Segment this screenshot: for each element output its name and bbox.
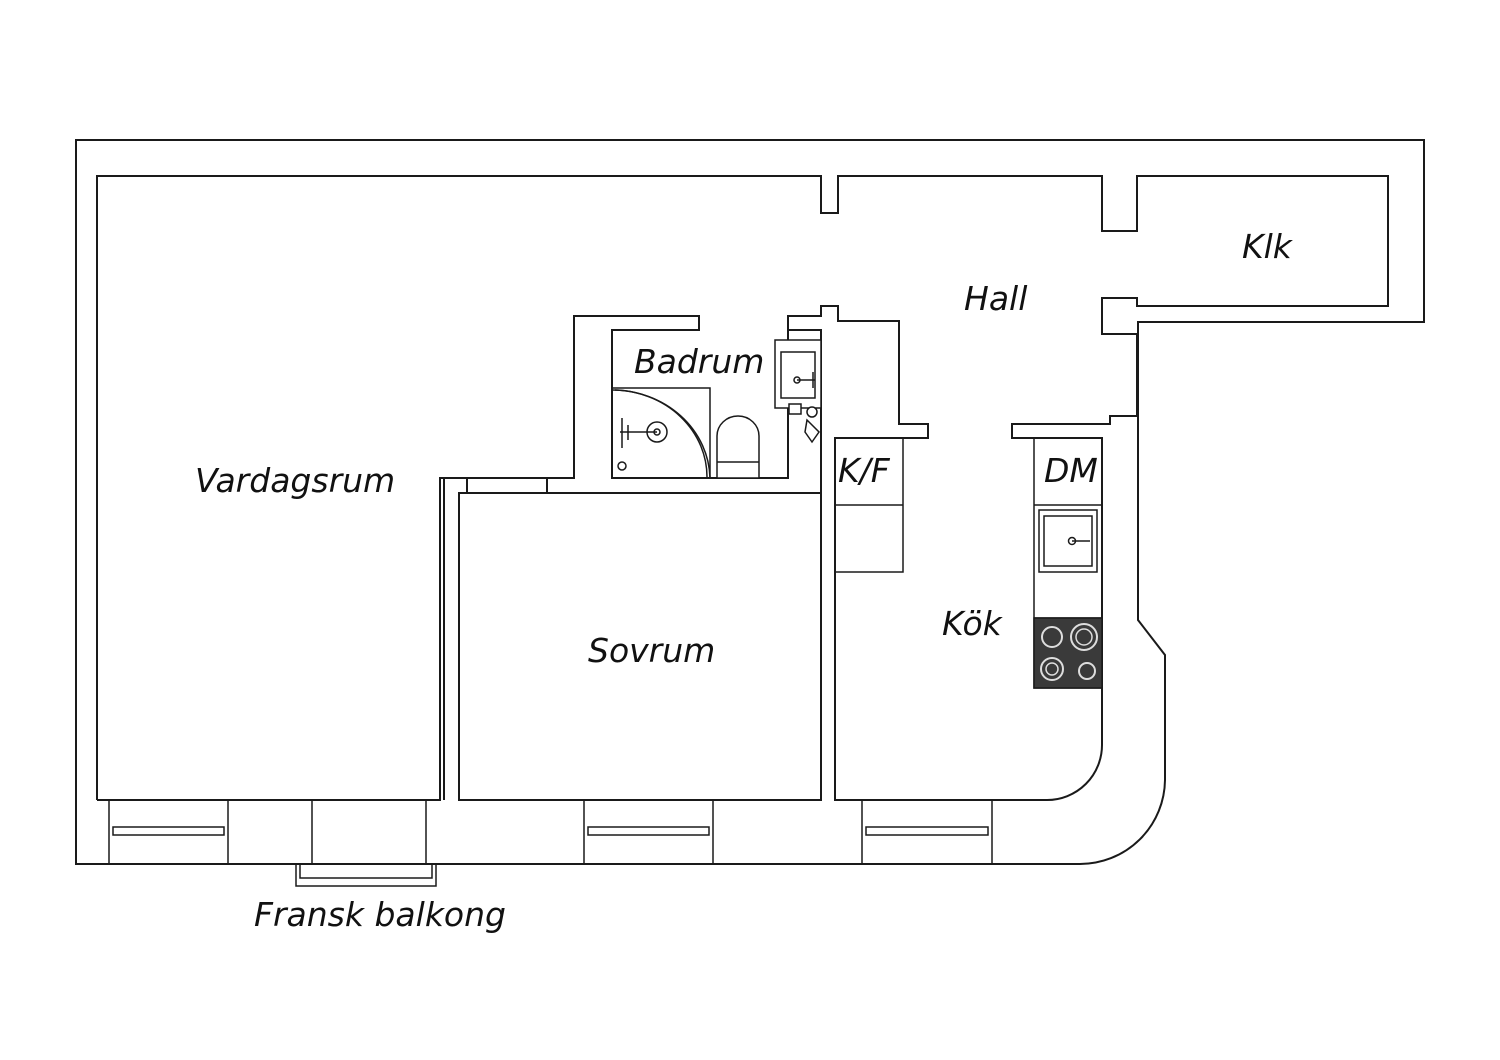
toilet-icon [716,415,760,479]
label-vardagsrum: Vardagsrum [195,461,395,500]
label-sovrum: Sovrum [588,631,715,670]
tap-fixture-icon [788,403,820,444]
label-fransk-balkong: Fransk balkong [254,895,506,934]
fridge-freezer-unit [834,437,904,573]
window-kitchen [861,799,993,865]
label-klk: Klk [1242,227,1294,266]
french-balcony-door [295,800,437,887]
shower-icon [611,387,711,479]
living-door-jamb [443,477,468,800]
stove-icon [1033,617,1103,689]
window-bedroom [583,799,714,865]
window-living [108,799,229,865]
label-kf: K/F [838,451,891,490]
kitchen-sink-icon [1038,509,1098,573]
bathroom-sink-icon [774,339,822,409]
label-badrum: Badrum [634,342,764,381]
inner-wall-north [96,175,1389,801]
outer-wall [75,139,1425,865]
label-hall: Hall [964,279,1027,318]
label-kok: Kök [942,604,1004,643]
label-dm: DM [1044,451,1098,490]
